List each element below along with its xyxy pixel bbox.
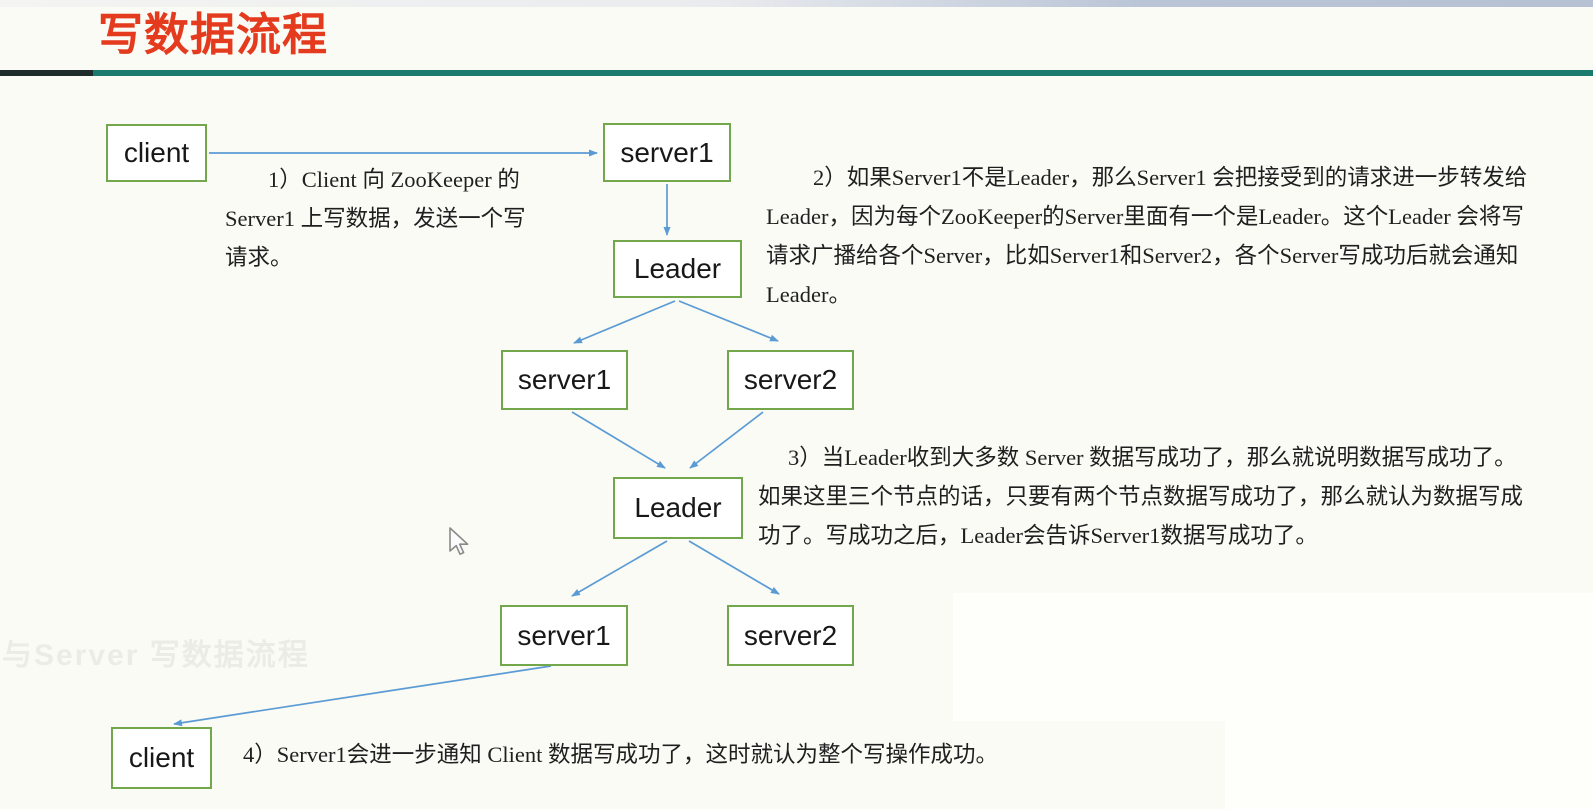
annotation-step3: 3）当Leader收到大多数 Server 数据写成功了，那么就说明数据写成功了… <box>758 438 1523 555</box>
title-underline-dark-segment <box>0 70 93 76</box>
annotation-line: 1）Client 向 ZooKeeper 的 <box>268 167 520 192</box>
node-label: Leader <box>633 253 722 284</box>
page-title: 写数据流程 <box>98 10 329 60</box>
arrow-server1bot-to-client <box>173 665 552 727</box>
annotation-step2: 2）如果Server1不是Leader，那么Server1 会把接受到的请求进一… <box>766 158 1527 314</box>
node-leader-2: Leader <box>613 477 743 539</box>
annotation-line: Leader，因为每个ZooKeeper的Server里面有一个是Leader。… <box>766 204 1524 229</box>
annotation-line: 请求广播给各个Server，比如Server1和Server2，各个Server… <box>766 243 1519 268</box>
annotation-step1: 1）Client 向 ZooKeeper 的 Server1 上写数据，发送一个… <box>225 160 526 277</box>
arrow-leader2-to-server1bot <box>571 540 668 597</box>
white-patch <box>1225 720 1593 809</box>
node-server1-top: server1 <box>603 123 731 182</box>
arrow-leader1-to-server2mid <box>678 300 779 342</box>
arrow-server2mid-to-leader2 <box>689 411 764 469</box>
ghost-artifact-text: 与Server 写数据流程 <box>2 639 310 672</box>
node-label: client <box>128 742 195 773</box>
arrow-leader1-to-server1mid <box>573 300 676 344</box>
annotation-step4: 4）Server1会进一步通知 Client 数据写成功了，这时就认为整个写操作… <box>243 735 998 774</box>
annotation-line: 3）当Leader收到大多数 Server 数据写成功了，那么就说明数据写成功了… <box>788 445 1517 470</box>
white-patch <box>953 593 1593 721</box>
annotation-line: 如果这里三个节点的话，只要有两个节点数据写成功了，那么就认为数据写成 <box>758 484 1524 509</box>
node-server1-mid: server1 <box>501 350 628 410</box>
node-server2-bottom: server2 <box>727 605 854 666</box>
node-label: server1 <box>620 136 714 168</box>
node-server1-bottom: server1 <box>500 605 628 666</box>
mouse-cursor-icon <box>449 527 469 555</box>
window-top-strip <box>0 0 1593 7</box>
node-label: Leader <box>634 492 722 523</box>
node-server2-mid: server2 <box>727 350 854 410</box>
node-label: server1 <box>517 619 611 651</box>
node-client-top: client <box>106 124 207 182</box>
annotation-line: 请求。 <box>225 245 293 270</box>
node-client-bottom: client <box>111 727 212 789</box>
annotation-line: 功了。写成功之后，Leader会告诉Server1数据写成功了。 <box>758 523 1318 548</box>
arrow-leader2-to-server2bot <box>688 540 780 595</box>
node-label: client <box>123 137 190 168</box>
annotation-line: Leader。 <box>766 282 851 307</box>
title-underline <box>0 70 1593 76</box>
node-label: server2 <box>743 364 838 395</box>
annotation-line: 4）Server1会进一步通知 Client 数据写成功了，这时就认为整个写操作… <box>243 742 998 767</box>
node-leader-1: Leader <box>613 240 742 298</box>
annotation-line: Server1 上写数据，发送一个写 <box>225 206 526 231</box>
node-label: server1 <box>517 364 612 395</box>
arrow-server1mid-to-leader2 <box>571 411 666 469</box>
annotation-line: 2）如果Server1不是Leader，那么Server1 会把接受到的请求进一… <box>813 165 1528 190</box>
node-label: server2 <box>743 619 838 651</box>
